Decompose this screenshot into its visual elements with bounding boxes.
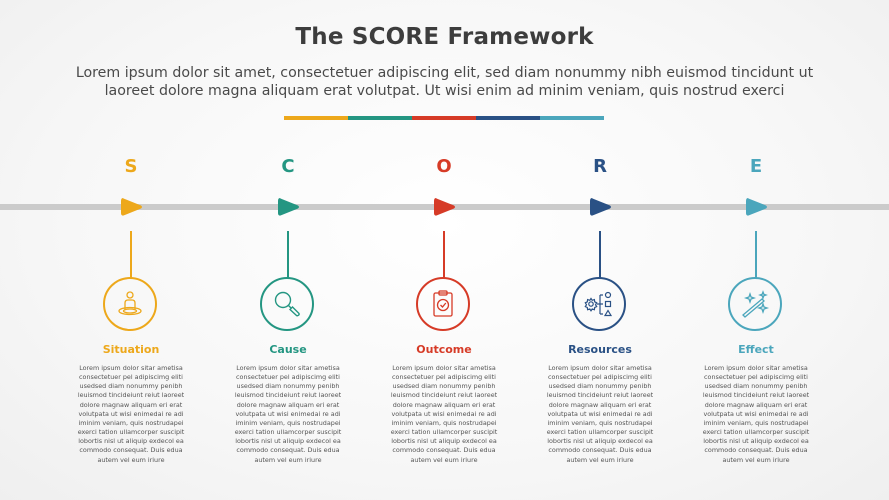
step-description: Lorem ipsum dolor sitar ametisa consecte… — [702, 364, 810, 464]
person-on-target-icon — [118, 291, 142, 316]
step-letter: E — [749, 156, 763, 177]
play-triangle-icon — [590, 198, 611, 216]
step-letter: S — [124, 156, 138, 177]
step-label: Resources — [568, 343, 632, 356]
connector-stem — [130, 231, 132, 278]
color-segment-red — [412, 116, 476, 120]
step-description: Lorem ipsum dolor sitar ametisa consecte… — [234, 364, 342, 464]
play-triangle-icon — [434, 198, 455, 216]
step-label: Situation — [102, 343, 160, 356]
subtitle-line-2: laoreet dolore magna aliquam erat volutp… — [104, 83, 785, 99]
play-triangle-icon — [746, 198, 767, 216]
step-letter: C — [281, 156, 295, 177]
step-resources: R Resources Lorem ipsum dolor sitar amet… — [522, 0, 678, 500]
connector-stem — [287, 231, 289, 278]
color-segment-green — [348, 116, 412, 120]
connector-stem — [599, 231, 601, 278]
clipboard-check-icon — [433, 290, 453, 317]
connector-stem — [755, 231, 757, 278]
magic-wand-icon — [742, 290, 770, 318]
icon-circle — [728, 277, 782, 331]
play-triangle-icon — [278, 198, 299, 216]
play-triangle-icon — [121, 198, 142, 216]
color-segment-navy — [476, 116, 540, 120]
color-segment-teal — [540, 116, 604, 120]
subtitle: Lorem ipsum dolor sit amet, consectetuer… — [40, 64, 849, 100]
step-effect: E Effect Lorem ipsum dolor sitar ametisa… — [678, 0, 834, 500]
step-letter: R — [593, 156, 607, 177]
step-outcome: O Outcome Lorem ipsum dolor sitar ametis… — [366, 0, 522, 500]
subtitle-line-1: Lorem ipsum dolor sit amet, consectetuer… — [75, 65, 814, 81]
step-description: Lorem ipsum dolor sitar ametisa consecte… — [390, 364, 498, 464]
step-label: Effect — [738, 343, 774, 356]
icon-circle — [572, 277, 626, 331]
color-divider-bar — [284, 116, 604, 120]
step-label: Cause — [269, 343, 307, 356]
page-title: The SCORE Framework — [295, 24, 594, 50]
step-description: Lorem ipsum dolor sitar ametisa consecte… — [546, 364, 654, 464]
step-description: Lorem ipsum dolor sitar ametisa consecte… — [77, 364, 185, 464]
icon-circle — [416, 277, 470, 331]
magnifier-icon — [274, 291, 300, 317]
color-segment-yellow — [284, 116, 348, 120]
step-label: Outcome — [416, 343, 472, 356]
step-situation: S Situation Lorem ipsum dolor sitar amet… — [53, 0, 209, 500]
icon-circle — [103, 277, 157, 331]
gear-shapes-icon — [584, 291, 613, 317]
connector-stem — [443, 231, 445, 278]
icon-circle — [260, 277, 314, 331]
step-letter: O — [436, 156, 452, 177]
step-cause: C Cause Lorem ipsum dolor sitar ametisa … — [210, 0, 366, 500]
